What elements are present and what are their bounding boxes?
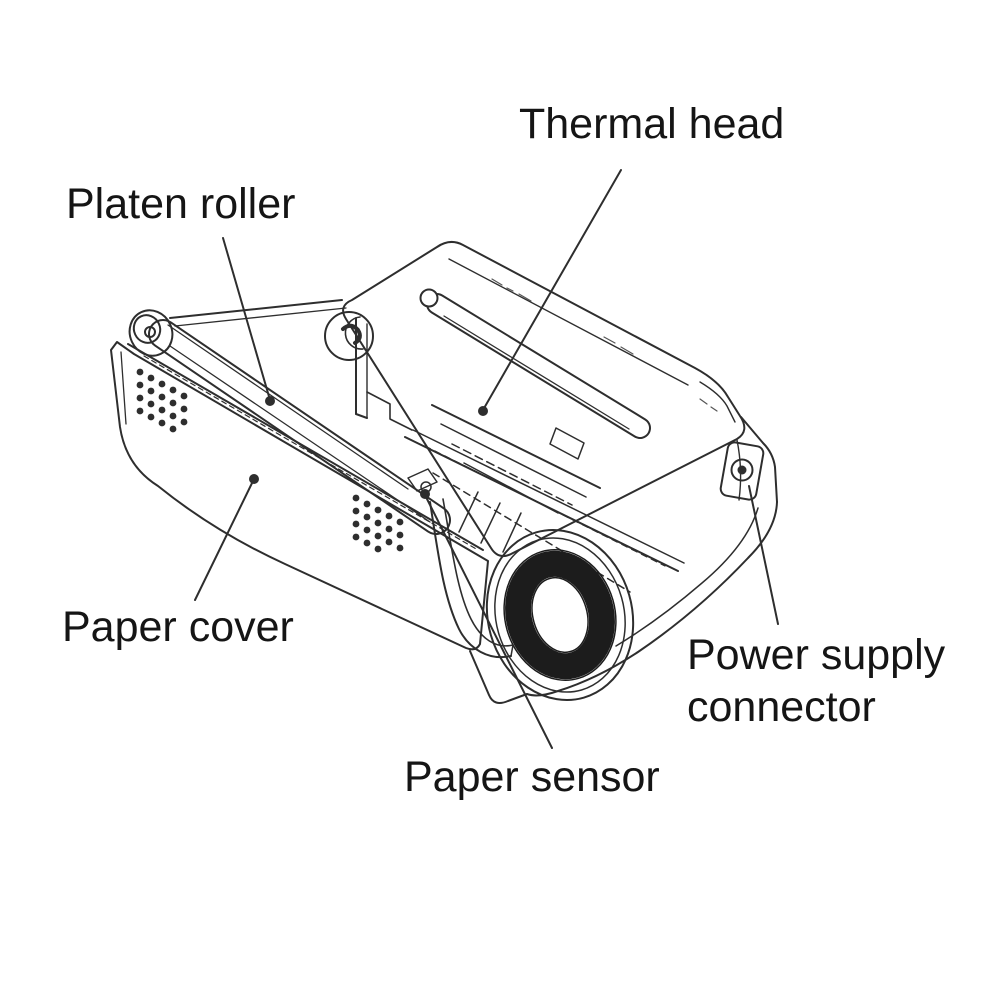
speaker-hole-grid-right	[352, 494, 404, 553]
leader-paper-cover	[194, 474, 259, 601]
leader-platen-roller	[222, 237, 275, 406]
paper-sensor-drawing	[407, 468, 514, 659]
label-paper-cover: Paper cover	[62, 603, 294, 651]
label-power-supply-connector: Power supply connector	[687, 629, 945, 733]
label-paper-sensor: Paper sensor	[404, 753, 660, 801]
label-power-supply-line2: connector	[687, 683, 876, 731]
lid-round-hole	[419, 288, 439, 308]
power-connector-drawing	[719, 441, 765, 501]
platen-roller-drawing	[128, 299, 451, 535]
label-power-supply-line1: Power supply	[687, 631, 946, 679]
label-platen-roller: Platen roller	[66, 180, 296, 228]
paper-cover-drawing	[110, 341, 489, 651]
leader-lines	[194, 169, 779, 749]
printer-body-drawing	[458, 416, 778, 704]
leader-power-supply-connector	[748, 485, 779, 625]
lid-markings	[491, 278, 718, 412]
thermal-head-mechanism-drawing	[324, 311, 685, 593]
leader-paper-sensor	[420, 489, 553, 749]
label-thermal-head: Thermal head	[519, 100, 785, 148]
paper-roll-opening	[485, 528, 635, 702]
printer-lid-drawing	[342, 241, 746, 558]
leader-thermal-head	[478, 169, 622, 416]
speaker-hole-grid-left	[136, 368, 188, 433]
paper-roll-dark-ring	[505, 550, 615, 680]
